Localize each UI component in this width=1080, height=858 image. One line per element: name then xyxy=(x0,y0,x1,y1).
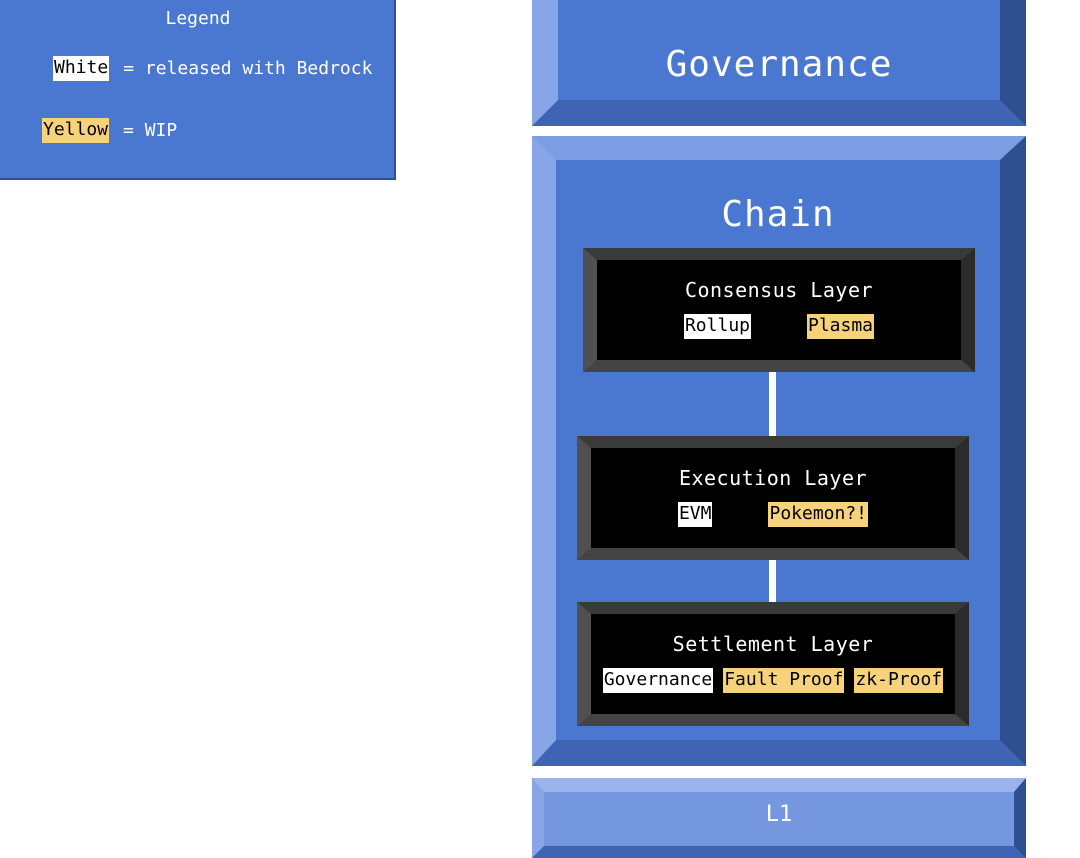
execution-layer-chips: EVM Pokemon?! xyxy=(591,502,955,527)
legend-white-swatch: White xyxy=(53,56,110,81)
legend-yellow-desc: = WIP xyxy=(123,119,178,141)
chain-title: Chain xyxy=(721,194,835,235)
connector-consensus-execution xyxy=(769,372,776,436)
settlement-layer-box: Settlement Layer Governance Fault Proof … xyxy=(577,602,969,726)
chip-governance: Governance xyxy=(602,668,714,693)
consensus-layer-box: Consensus Layer Rollup Plasma xyxy=(583,248,975,372)
chip-rollup: Rollup xyxy=(683,314,751,339)
chip-zk-proof: zk-Proof xyxy=(854,668,944,693)
legend-box: Legend White = released with Bedrock Yel… xyxy=(0,0,396,180)
connector-execution-settlement xyxy=(769,560,776,602)
chip-pokemon: Pokemon?! xyxy=(768,502,869,527)
execution-layer-title: Execution Layer xyxy=(678,466,868,490)
legend-yellow-swatch: Yellow xyxy=(42,118,110,143)
settlement-layer-chips: Governance Fault Proof zk-Proof xyxy=(591,668,955,693)
l1-panel: L1 xyxy=(532,778,1026,858)
execution-layer-box: Execution Layer EVM Pokemon?! xyxy=(577,436,969,560)
governance-title: Governance xyxy=(665,44,893,85)
consensus-layer-chips: Rollup Plasma xyxy=(597,314,961,339)
legend-row-released: White = released with Bedrock xyxy=(53,56,372,81)
chip-plasma: Plasma xyxy=(807,314,875,339)
legend-row-wip: Yellow = WIP xyxy=(42,118,177,143)
legend-title: Legend xyxy=(165,8,231,29)
consensus-layer-title: Consensus Layer xyxy=(684,278,874,302)
chip-evm: EVM xyxy=(677,502,713,527)
governance-panel: Governance xyxy=(532,0,1026,126)
legend-white-desc: = released with Bedrock xyxy=(123,57,373,79)
settlement-layer-title: Settlement Layer xyxy=(672,632,874,656)
l1-title: L1 xyxy=(765,802,793,827)
chip-fault-proof: Fault Proof xyxy=(723,668,845,693)
